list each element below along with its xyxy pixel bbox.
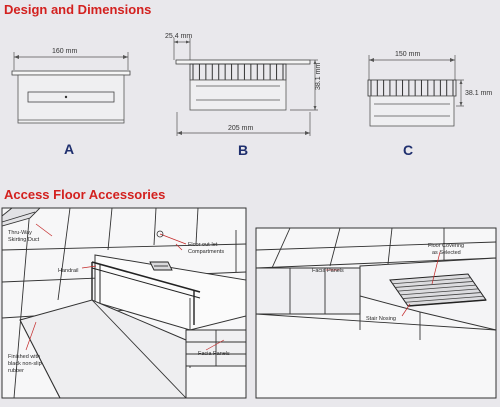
callout-skirting-line1: Thru-Way	[8, 230, 32, 236]
label-c: C	[403, 142, 413, 158]
right-accessory-scene: Facia Panels Floor Covering as Selected …	[255, 227, 497, 399]
callout-stair-nosing: Stair Nosing	[366, 316, 396, 322]
callout-finished-line2: black non-slip	[8, 361, 42, 367]
label-b: B	[238, 142, 248, 158]
stair-groove	[405, 295, 484, 303]
stair-groove	[397, 284, 476, 292]
callout-finished-line3: rubber	[8, 368, 24, 374]
stair-groove	[400, 288, 479, 296]
label-a: A	[64, 141, 74, 157]
stair-groove	[402, 292, 481, 299]
dim-b-height: 38.1 mm	[315, 63, 322, 90]
left-accessory-scene: Thru-Way Skirting Duct Floor out-let Com…	[1, 207, 247, 399]
dim-b-width: 205 mm	[228, 125, 253, 132]
callout-outlet-line1: Floor out-let	[188, 242, 218, 248]
callout-skirting-line2: Skirting Duct	[8, 237, 40, 243]
stair-groove	[395, 281, 474, 288]
callout-covering-line1: Floor Covering	[428, 243, 464, 249]
accessories-heading: Access Floor Accessories	[4, 187, 166, 202]
diagram-c: 150 mm 38.1 mm C	[367, 51, 492, 158]
callout-finished-line1: Finished with	[8, 354, 40, 360]
callout-handrail: Handrail	[58, 268, 78, 274]
dim-c-width: 150 mm	[395, 51, 420, 58]
dim-c-height: 38.1 mm	[465, 90, 492, 97]
design-heading: Design and Dimensions	[4, 2, 152, 17]
dim-a-width: 160 mm	[52, 48, 77, 55]
diagram-a: 160 mm A	[11, 48, 131, 157]
dim-b-top: 25.4 mm	[165, 33, 192, 40]
callout-facia-left: Facia Panels	[198, 351, 230, 357]
callout-outlet-line2: Compartments	[188, 249, 224, 255]
diagram-b: 25.4 mm 38.1 mm 205 mm B	[165, 33, 322, 158]
stair-groove	[392, 277, 471, 285]
callout-facia-right: Facia Panels	[312, 268, 344, 274]
callout-covering-line2: as Selected	[432, 250, 461, 256]
